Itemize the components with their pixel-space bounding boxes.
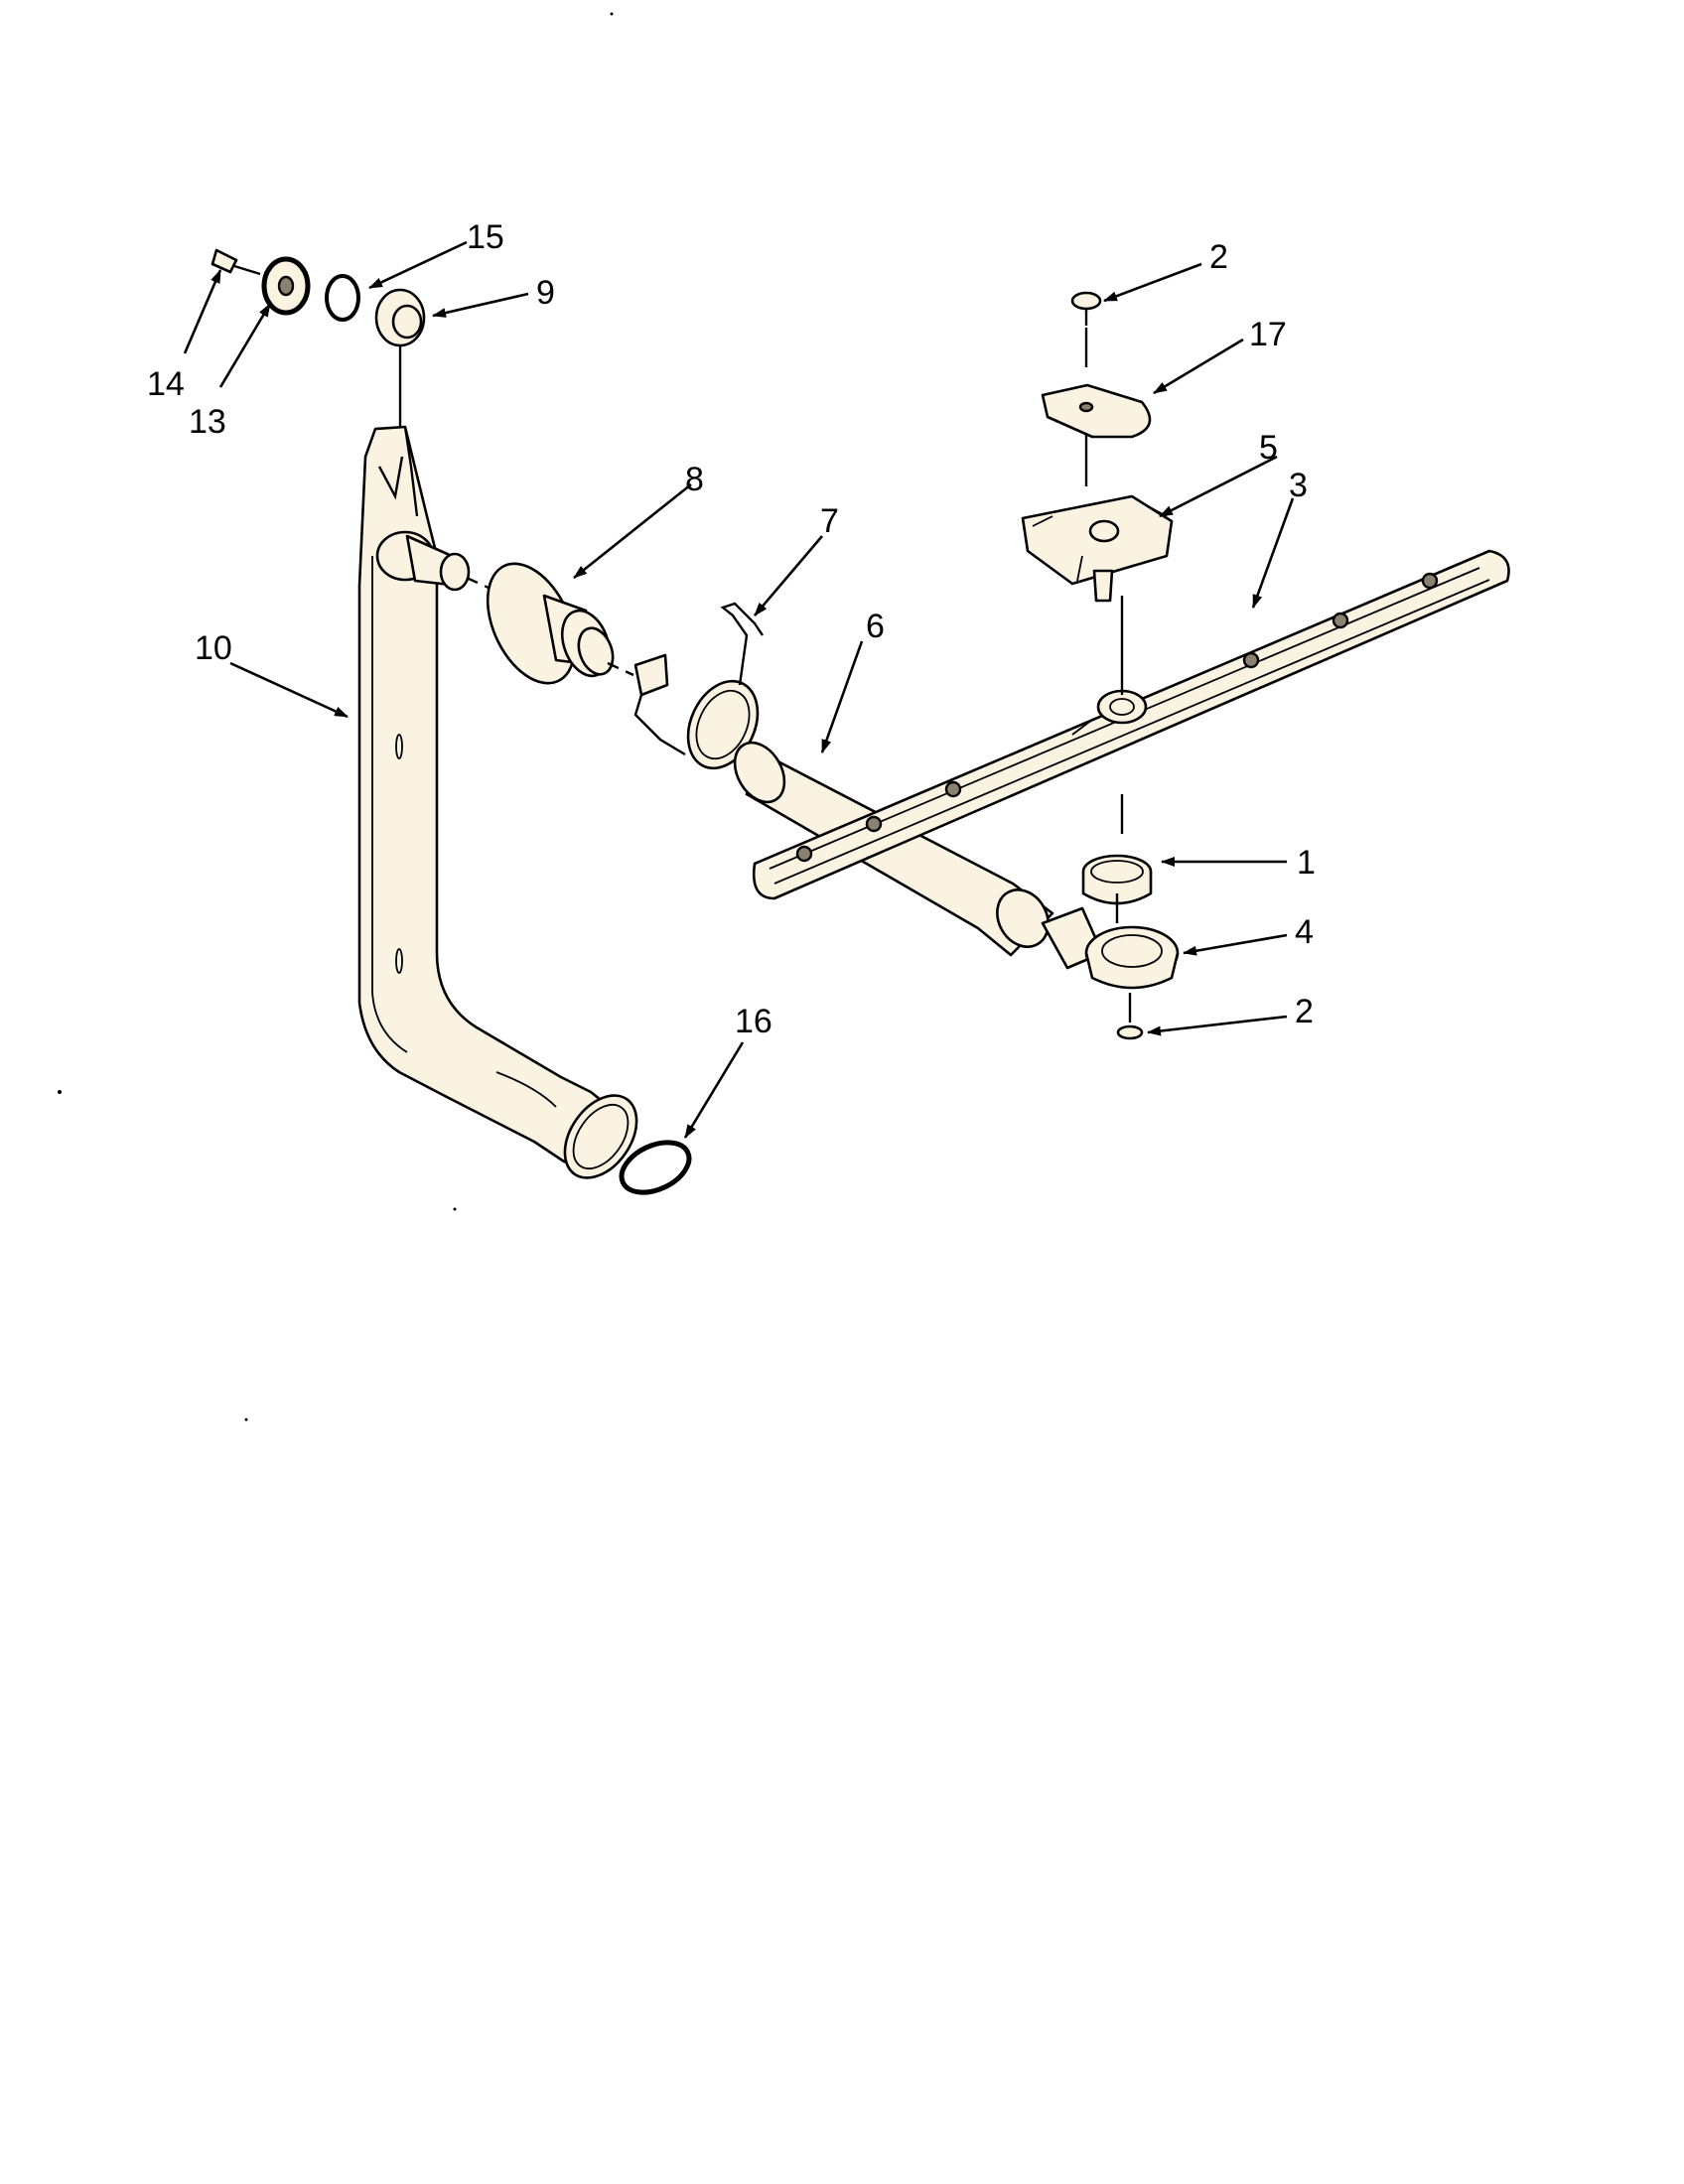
o-ring-16-part <box>619 1140 692 1195</box>
spray-arm-bracket-part <box>1021 494 1174 603</box>
arrow-15 <box>368 240 468 290</box>
callout-6: 6 <box>866 608 885 645</box>
spray-arm-mount-part <box>1041 906 1180 990</box>
callout-2-bottom: 2 <box>1295 993 1314 1030</box>
arrow-5 <box>1159 455 1278 518</box>
arrow-14 <box>183 269 222 354</box>
bracket-cover-part <box>1041 383 1152 439</box>
o-ring-15-part <box>325 274 360 322</box>
cap-nut-part <box>374 288 426 427</box>
screw-bottom-part <box>1116 993 1144 1040</box>
arrow-16 <box>683 1041 745 1139</box>
arrow-2-top <box>1103 262 1202 303</box>
callout-10: 10 <box>195 629 232 667</box>
arrow-3 <box>1251 497 1295 609</box>
callout-8: 8 <box>685 461 704 498</box>
callout-1: 1 <box>1297 844 1316 882</box>
callout-arrows <box>183 240 1295 1139</box>
callout-7: 7 <box>820 502 839 540</box>
bearing-ring-part <box>1081 854 1153 905</box>
spray-arm-part <box>752 549 1510 900</box>
screw-14-part <box>210 248 261 276</box>
callout-3: 3 <box>1289 467 1308 504</box>
callout-17: 17 <box>1249 316 1287 353</box>
scan-speck <box>244 1418 248 1422</box>
callout-13: 13 <box>189 403 226 441</box>
scan-speck <box>453 1207 457 1211</box>
callout-16: 16 <box>735 1003 772 1040</box>
hub-bearing-part <box>486 562 615 685</box>
arrow-8 <box>573 482 692 580</box>
supply-tube-part <box>357 425 638 1179</box>
callout-5: 5 <box>1259 429 1278 467</box>
callout-4: 4 <box>1295 913 1314 951</box>
scan-speck <box>58 1090 62 1094</box>
arrow-13 <box>218 303 272 388</box>
callout-14: 14 <box>147 365 185 403</box>
spray-arm-tube-part <box>733 741 1054 957</box>
arrow-17 <box>1153 338 1244 395</box>
arrow-9 <box>432 292 529 318</box>
callout-2-top: 2 <box>1209 238 1228 276</box>
scan-speck <box>610 12 614 16</box>
arrow-7 <box>754 535 823 616</box>
arrow-10 <box>229 661 349 719</box>
arrow-2-bottom <box>1147 1015 1288 1036</box>
arrow-6 <box>820 640 864 753</box>
washer-part <box>261 256 311 316</box>
callout-labels: 15 9 14 13 2 17 5 3 8 7 6 10 1 4 2 16 <box>147 218 1316 1040</box>
callout-15: 15 <box>467 218 504 256</box>
callout-9: 9 <box>536 274 555 312</box>
arrow-4 <box>1183 933 1288 956</box>
screw-top-part <box>1070 291 1102 326</box>
